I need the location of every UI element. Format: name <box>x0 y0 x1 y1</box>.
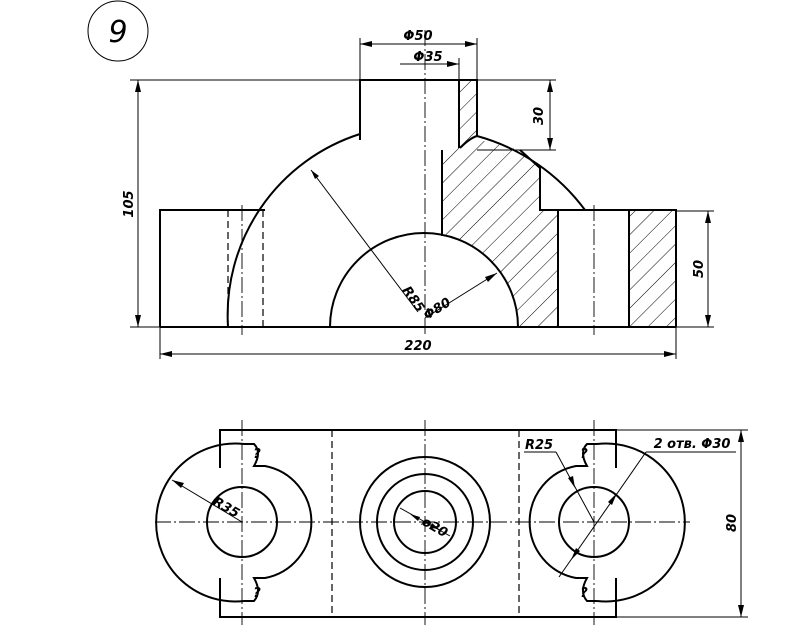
dim-phi20-label: ø20 <box>418 514 450 541</box>
dim-220: 220 <box>159 327 677 359</box>
left-lug <box>159 209 265 327</box>
dim-50: 50 <box>676 210 714 328</box>
question-mark-left-bottom: ? <box>253 586 261 601</box>
dim-r35-label: R35 <box>210 494 242 521</box>
dim-30-label: 30 <box>532 107 547 125</box>
dim-phi80: Φ80 <box>421 272 498 323</box>
right-lug <box>558 209 677 327</box>
dim-holes-label: 2 отв. Φ30 <box>654 437 731 452</box>
question-mark-right-bottom: ? <box>580 586 588 601</box>
dome-outer-arc <box>226 133 361 328</box>
top-body-bottom-edge <box>219 578 617 618</box>
dim-105: 105 <box>122 79 360 328</box>
front-view: Φ50 Φ35 30 105 <box>122 29 714 359</box>
dim-30: 30 <box>477 79 556 151</box>
inner-bore-arc <box>329 232 519 328</box>
dim-phi35: Φ35 <box>400 50 460 80</box>
badge-circle <box>87 0 149 62</box>
dim-r25: R25 <box>524 438 595 523</box>
dim-phi35-label: Φ35 <box>413 50 442 65</box>
dim-phi80-label: Φ80 <box>421 295 454 323</box>
right-step <box>519 149 558 211</box>
top-body-top-edge <box>219 429 617 468</box>
section-hatch-lug <box>629 211 676 327</box>
section-hatch-boss <box>459 80 477 148</box>
dim-220-label: 220 <box>404 339 431 354</box>
question-mark-right-top: ? <box>580 447 588 462</box>
boss-fillet <box>459 135 478 149</box>
sheet-number: 9 <box>108 15 127 50</box>
dim-105-label: 105 <box>122 190 137 217</box>
dim-r25-label: R25 <box>525 438 553 453</box>
dim-80: 80 <box>616 429 748 618</box>
right-lug-outer <box>596 442 686 603</box>
dim-phi50-label: Φ50 <box>403 29 432 44</box>
dome-outer-arc-right <box>476 135 586 211</box>
section-hatch-body <box>442 140 558 327</box>
dim-r85: R85 <box>310 169 427 315</box>
top-view: R35 ø20 R25 2 отв. Φ30 <box>155 420 748 625</box>
dim-50-label: 50 <box>692 260 707 278</box>
dim-80-label: 80 <box>725 514 740 532</box>
right-lug-notch <box>528 443 597 602</box>
boss-outline <box>359 79 478 140</box>
sheet-number-badge: 9 <box>87 0 149 62</box>
dim-phi50: Φ50 <box>359 29 478 80</box>
question-mark-left-top: ? <box>253 447 261 462</box>
dim-holes: 2 отв. Φ30 <box>558 437 736 578</box>
left-lug-outer <box>155 442 245 603</box>
